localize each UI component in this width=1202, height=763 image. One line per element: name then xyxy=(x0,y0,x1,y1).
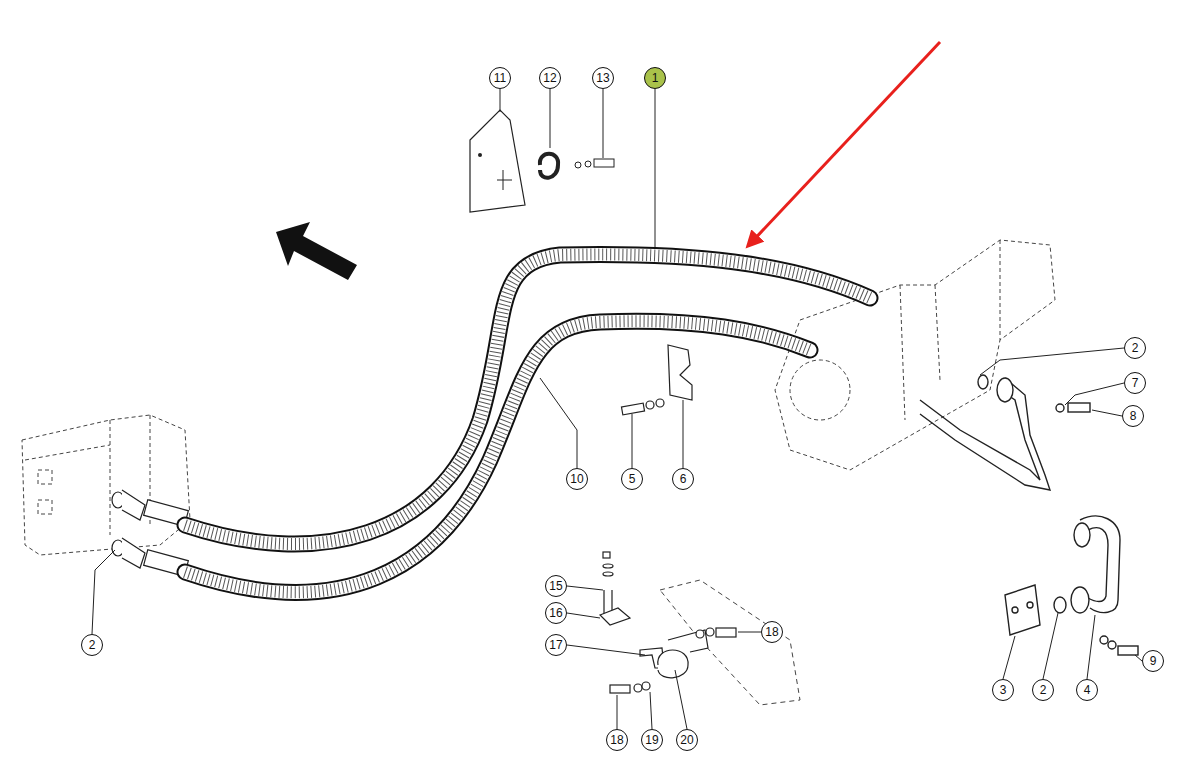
callout-number: 11 xyxy=(489,67,511,89)
highlight-arrow xyxy=(748,42,940,246)
callout-text: 20 xyxy=(680,734,693,746)
callout-text: 16 xyxy=(549,607,562,619)
callout-text: 15 xyxy=(549,580,562,592)
callout-number: 13 xyxy=(592,67,614,89)
callout-text: 2 xyxy=(1132,342,1139,354)
callout-number: 3 xyxy=(992,679,1014,701)
callout-text: 5 xyxy=(629,473,636,485)
callout-number: 6 xyxy=(672,468,694,490)
callout-text: 10 xyxy=(570,473,583,485)
callout-text: 18 xyxy=(765,626,778,638)
callout-text: 13 xyxy=(596,72,609,84)
callout-number: 7 xyxy=(1124,372,1146,394)
callout-number: 2 xyxy=(1032,679,1054,701)
callout-text: 11 xyxy=(494,72,506,84)
pipe xyxy=(920,375,1090,490)
pipe xyxy=(1005,516,1138,655)
callout-text: 17 xyxy=(549,639,562,651)
callout-text: 6 xyxy=(680,473,687,485)
callout-number: 9 xyxy=(1142,650,1164,672)
callout-text: 12 xyxy=(543,72,556,84)
callout-number: 18 xyxy=(606,729,628,751)
callout-number: 1 xyxy=(644,67,666,89)
hydraulic-hose xyxy=(185,254,870,592)
callout-number: 15 xyxy=(545,575,567,597)
callout-text: 18 xyxy=(610,734,623,746)
callout-number: 16 xyxy=(545,602,567,624)
callout-text: 9 xyxy=(1150,655,1157,667)
direction-arrow xyxy=(276,222,357,280)
callout-number: 18 xyxy=(761,621,783,643)
callout-text: 1 xyxy=(652,72,659,84)
bracket xyxy=(470,110,525,212)
callout-number: 20 xyxy=(676,729,698,751)
callout-number: 8 xyxy=(1122,405,1144,427)
callout-number: 4 xyxy=(1076,679,1098,701)
valve-block xyxy=(22,415,190,555)
callout-text: 2 xyxy=(89,639,96,651)
callout-number: 17 xyxy=(545,634,567,656)
callout-text: 4 xyxy=(1084,684,1091,696)
callout-text: 8 xyxy=(1130,410,1137,422)
callout-text: 19 xyxy=(645,734,658,746)
callout-text: 3 xyxy=(1000,684,1007,696)
leader-line xyxy=(92,89,1142,729)
callout-number: 2 xyxy=(81,634,103,656)
callout-text: 7 xyxy=(1132,377,1139,389)
callout-text: 2 xyxy=(1040,684,1047,696)
callout-number: 19 xyxy=(641,729,663,751)
callout-number: 2 xyxy=(1124,337,1146,359)
callout-number: 5 xyxy=(621,468,643,490)
callout-number: 10 xyxy=(566,468,588,490)
callout-number: 12 xyxy=(539,67,561,89)
